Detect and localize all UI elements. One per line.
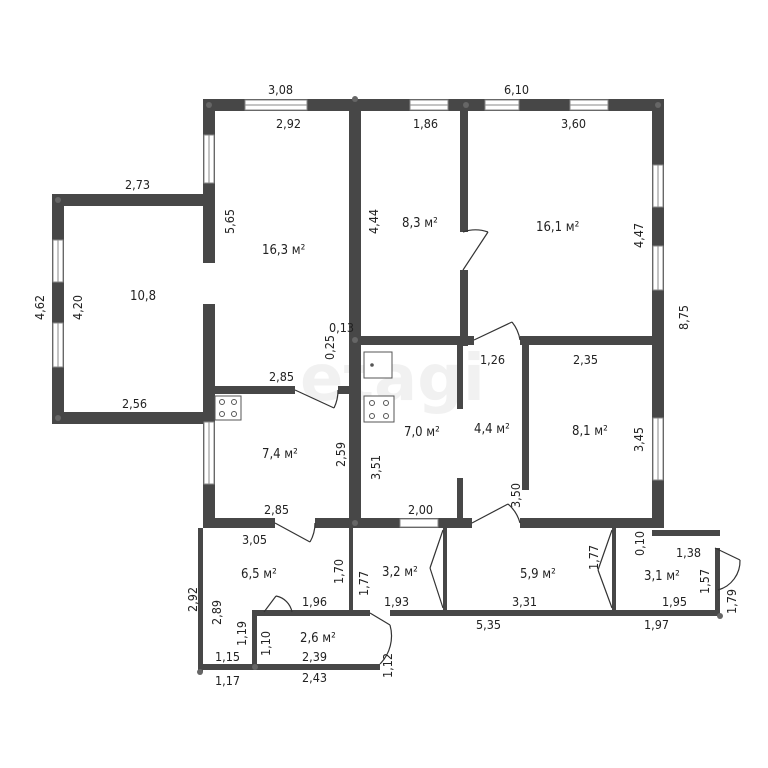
room-area: 7,0 м² xyxy=(404,425,440,440)
dimension-label: 1,93 xyxy=(384,594,409,609)
dimension-label: 6,10 xyxy=(504,82,529,97)
dimension-label: 1,97 xyxy=(644,617,669,632)
room-areas: 10,8 16,3 м² 8,3 м² 16,1 м² 7,4 м² 7,0 м… xyxy=(130,216,680,646)
dimension-label: 4,44 xyxy=(366,209,381,234)
room-area: 5,9 м² xyxy=(520,567,556,582)
dimension-label: 2,39 xyxy=(302,649,327,664)
dimension-label: 1,70 xyxy=(331,559,346,584)
dimension-label: 0,10 xyxy=(632,531,647,556)
room-area: 2,6 м² xyxy=(300,631,336,646)
dimensions-vertical: 5,65 4,44 4,47 4,62 4,20 8,75 0,25 2,59 … xyxy=(32,209,739,678)
wall-nodes xyxy=(55,96,723,675)
sink-icon xyxy=(363,351,393,379)
dimension-label: 2,43 xyxy=(302,670,327,685)
dimension-label: 5,35 xyxy=(476,617,501,632)
dimension-label: 3,31 xyxy=(512,594,537,609)
dimension-label: 2,35 xyxy=(573,352,598,367)
room-area: 3,1 м² xyxy=(644,569,680,584)
dimension-label: 1,15 xyxy=(215,649,240,664)
dimension-label: 4,47 xyxy=(631,223,646,248)
dimension-label: 1,79 xyxy=(724,589,739,614)
room-area: 3,2 м² xyxy=(382,565,418,580)
room-area: 7,4 м² xyxy=(262,447,298,462)
dimension-label: 1,95 xyxy=(662,594,687,609)
dimension-label: 3,50 xyxy=(508,483,523,508)
dimension-label: 5,65 xyxy=(222,209,237,234)
dimension-label: 2,73 xyxy=(125,177,150,192)
dimension-label: 4,20 xyxy=(70,295,85,320)
dimension-label: 2,56 xyxy=(122,396,147,411)
room-area: 4,4 м² xyxy=(474,422,510,437)
dimension-label: 3,60 xyxy=(561,116,586,131)
stove-icon xyxy=(363,395,395,423)
room-area: 8,1 м² xyxy=(572,424,608,439)
dimension-label: 1,86 xyxy=(413,116,438,131)
room-area: 6,5 м² xyxy=(241,567,277,582)
room-area: 10,8 xyxy=(130,289,156,304)
dimension-label: 1,19 xyxy=(234,621,249,646)
stove-icon xyxy=(214,395,242,421)
dimension-label: 8,75 xyxy=(676,305,691,330)
dimension-label: 2,92 xyxy=(276,116,301,131)
dimension-label: 3,51 xyxy=(368,455,383,480)
dimension-label: 4,62 xyxy=(32,295,47,320)
dimension-label: 2,85 xyxy=(264,502,289,517)
dimension-label: 1,96 xyxy=(302,594,327,609)
doors xyxy=(263,229,741,665)
dimension-label: 1,10 xyxy=(258,631,273,656)
dimension-label: 2,00 xyxy=(408,502,433,517)
room-area: 16,1 м² xyxy=(536,220,579,235)
dimension-label: 3,08 xyxy=(268,82,293,97)
dimension-label: 2,59 xyxy=(333,442,348,467)
window-lines xyxy=(57,104,659,484)
dimension-label: 0,13 xyxy=(329,320,354,335)
dimension-label: 0,25 xyxy=(322,335,337,360)
dimension-label: 1,17 xyxy=(215,673,240,688)
dimension-label: 2,92 xyxy=(185,587,200,612)
dimension-label: 1,12 xyxy=(380,653,395,678)
dimensions: 3,08 6,10 2,92 1,86 3,60 2,73 0,13 2,85 … xyxy=(122,82,701,688)
dimension-label: 1,38 xyxy=(676,545,701,560)
room-area: 8,3 м² xyxy=(402,216,438,231)
dimension-label: 2,89 xyxy=(209,600,224,625)
room-area: 16,3 м² xyxy=(262,243,305,258)
dimension-label: 3,05 xyxy=(242,532,267,547)
dimension-label: 3,45 xyxy=(631,427,646,452)
dimension-label: 1,57 xyxy=(697,569,712,594)
dimension-label: 2,85 xyxy=(269,369,294,384)
dimension-label: 1,77 xyxy=(356,571,371,596)
dimension-label: 1,26 xyxy=(480,352,505,367)
dimension-label: 1,77 xyxy=(586,545,601,570)
